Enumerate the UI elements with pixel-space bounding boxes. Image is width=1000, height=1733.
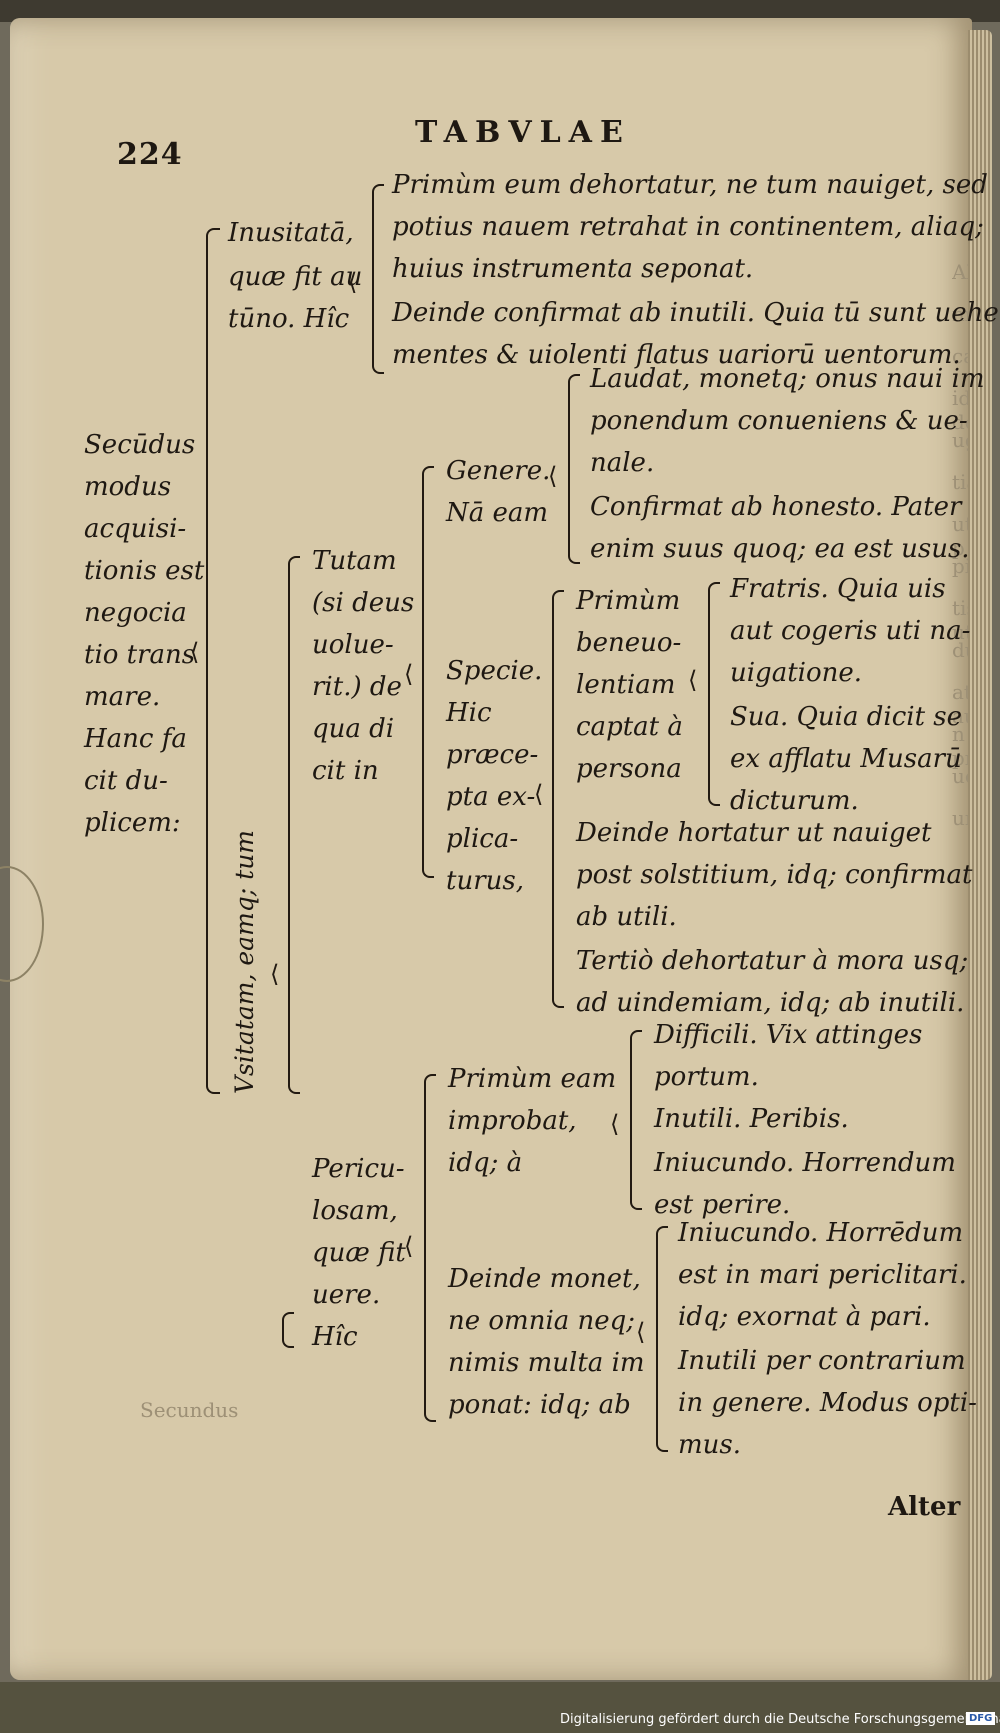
bleed-line: n prop	[952, 722, 968, 770]
bleed-line: um	[952, 806, 968, 830]
book-page	[10, 18, 972, 1680]
bracket-specie-primum	[708, 582, 720, 806]
bracket-tip-specie: ⟨	[534, 780, 544, 808]
digitization-credit: Digitalisierung gefördert durch die Deut…	[560, 1712, 1000, 1727]
bracket-tip-specie-primum: ⟨	[688, 666, 698, 694]
bracket-tip-level1: ⟨	[190, 638, 200, 666]
bleed-line: at aut	[952, 680, 968, 728]
bleed-line: pistin	[952, 554, 968, 578]
scan-top-edge	[0, 0, 1000, 22]
bracket-periculosa-deinde	[656, 1226, 668, 1452]
running-header: TABVLAE	[415, 115, 631, 150]
bracket-tip-periculosa-deinde: ⟨	[636, 1318, 646, 1346]
bracket-tip-tuta: ⟨	[404, 660, 414, 688]
dfg-logo: DFG	[966, 1712, 996, 1725]
bracket-tip-periculosa: ⟨	[404, 1232, 414, 1260]
bracket-specie	[552, 590, 564, 1008]
bleed-line: tiano	[952, 470, 968, 494]
scan-bottom-edge	[0, 1682, 1000, 1733]
page-edges	[968, 30, 992, 1680]
bracket-genere	[568, 374, 580, 564]
bleed-line: mo	[952, 302, 968, 326]
bleed-line: ut p	[952, 512, 968, 560]
bleed-line: uolunt	[952, 764, 968, 788]
bleed-through-word: Secundus	[140, 1398, 239, 1422]
catchword: Alter	[888, 1492, 961, 1522]
bracket-usitata	[288, 556, 300, 1094]
bleed-line: cat	[952, 344, 968, 368]
bracket-tip-inusitata: ⟨	[348, 268, 358, 296]
bracket-level1	[206, 228, 220, 1094]
bleed-line: id de	[952, 386, 968, 434]
usitata-label: Vsitatam, eamq; tum	[230, 829, 259, 1094]
bracket-periculosa-primum	[630, 1030, 642, 1210]
bracket-periculosa-foot	[282, 1312, 294, 1348]
bleed-line: Alter	[952, 260, 968, 284]
bracket-periculosa	[424, 1074, 436, 1422]
bleed-line: tis, ut	[952, 596, 968, 644]
bracket-tip-usitata: ⟨	[270, 960, 280, 988]
bracket-tip-periculosa-primum: ⟨	[610, 1110, 620, 1138]
bleed-line: ugion	[952, 428, 968, 452]
bleed-line: ducat	[952, 638, 968, 662]
bracket-tuta	[422, 466, 434, 878]
bracket-tip-genere: ⟨	[548, 462, 558, 490]
bracket-inusitata	[372, 184, 384, 374]
page-number: 224	[117, 137, 183, 172]
